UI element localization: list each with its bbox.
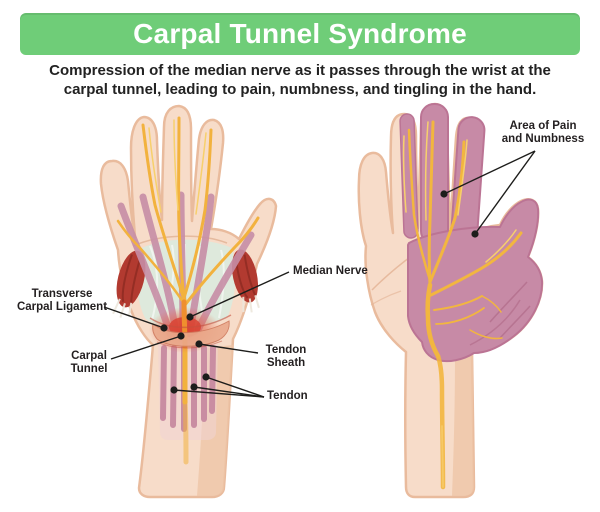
right-forearm-shadow — [452, 351, 474, 496]
label-carpal-tunnel: Carpal Tunnel — [70, 350, 108, 375]
title-banner: Carpal Tunnel Syndrome — [20, 13, 580, 55]
right-palm-crease-2 — [370, 290, 402, 306]
page-title: Carpal Tunnel Syndrome — [133, 18, 467, 49]
ligament-crease-top — [149, 314, 232, 329]
right-hand-illustration — [357, 102, 544, 499]
transverse-carpal-ligament-shape — [152, 320, 230, 347]
thenar-muscle-left — [112, 250, 146, 318]
left-hand-illustration — [99, 104, 278, 499]
callout-dots — [160, 190, 479, 394]
label-tendon: Tendon — [267, 390, 308, 402]
callout-lines — [103, 150, 536, 398]
median-nerve-right — [402, 120, 523, 490]
label-median-nerve: Median Nerve — [293, 265, 368, 277]
label-tendon-sheath: Tendon Sheath — [265, 344, 307, 369]
description-text: Compression of the median nerve as it pa… — [49, 62, 551, 98]
label-area-of-pain-and-numbness: Area of Pain and Numbness — [501, 120, 585, 145]
ligament-crease-bottom — [156, 340, 223, 349]
label-transverse-carpal-ligament: Transverse Carpal Ligament — [16, 288, 108, 313]
